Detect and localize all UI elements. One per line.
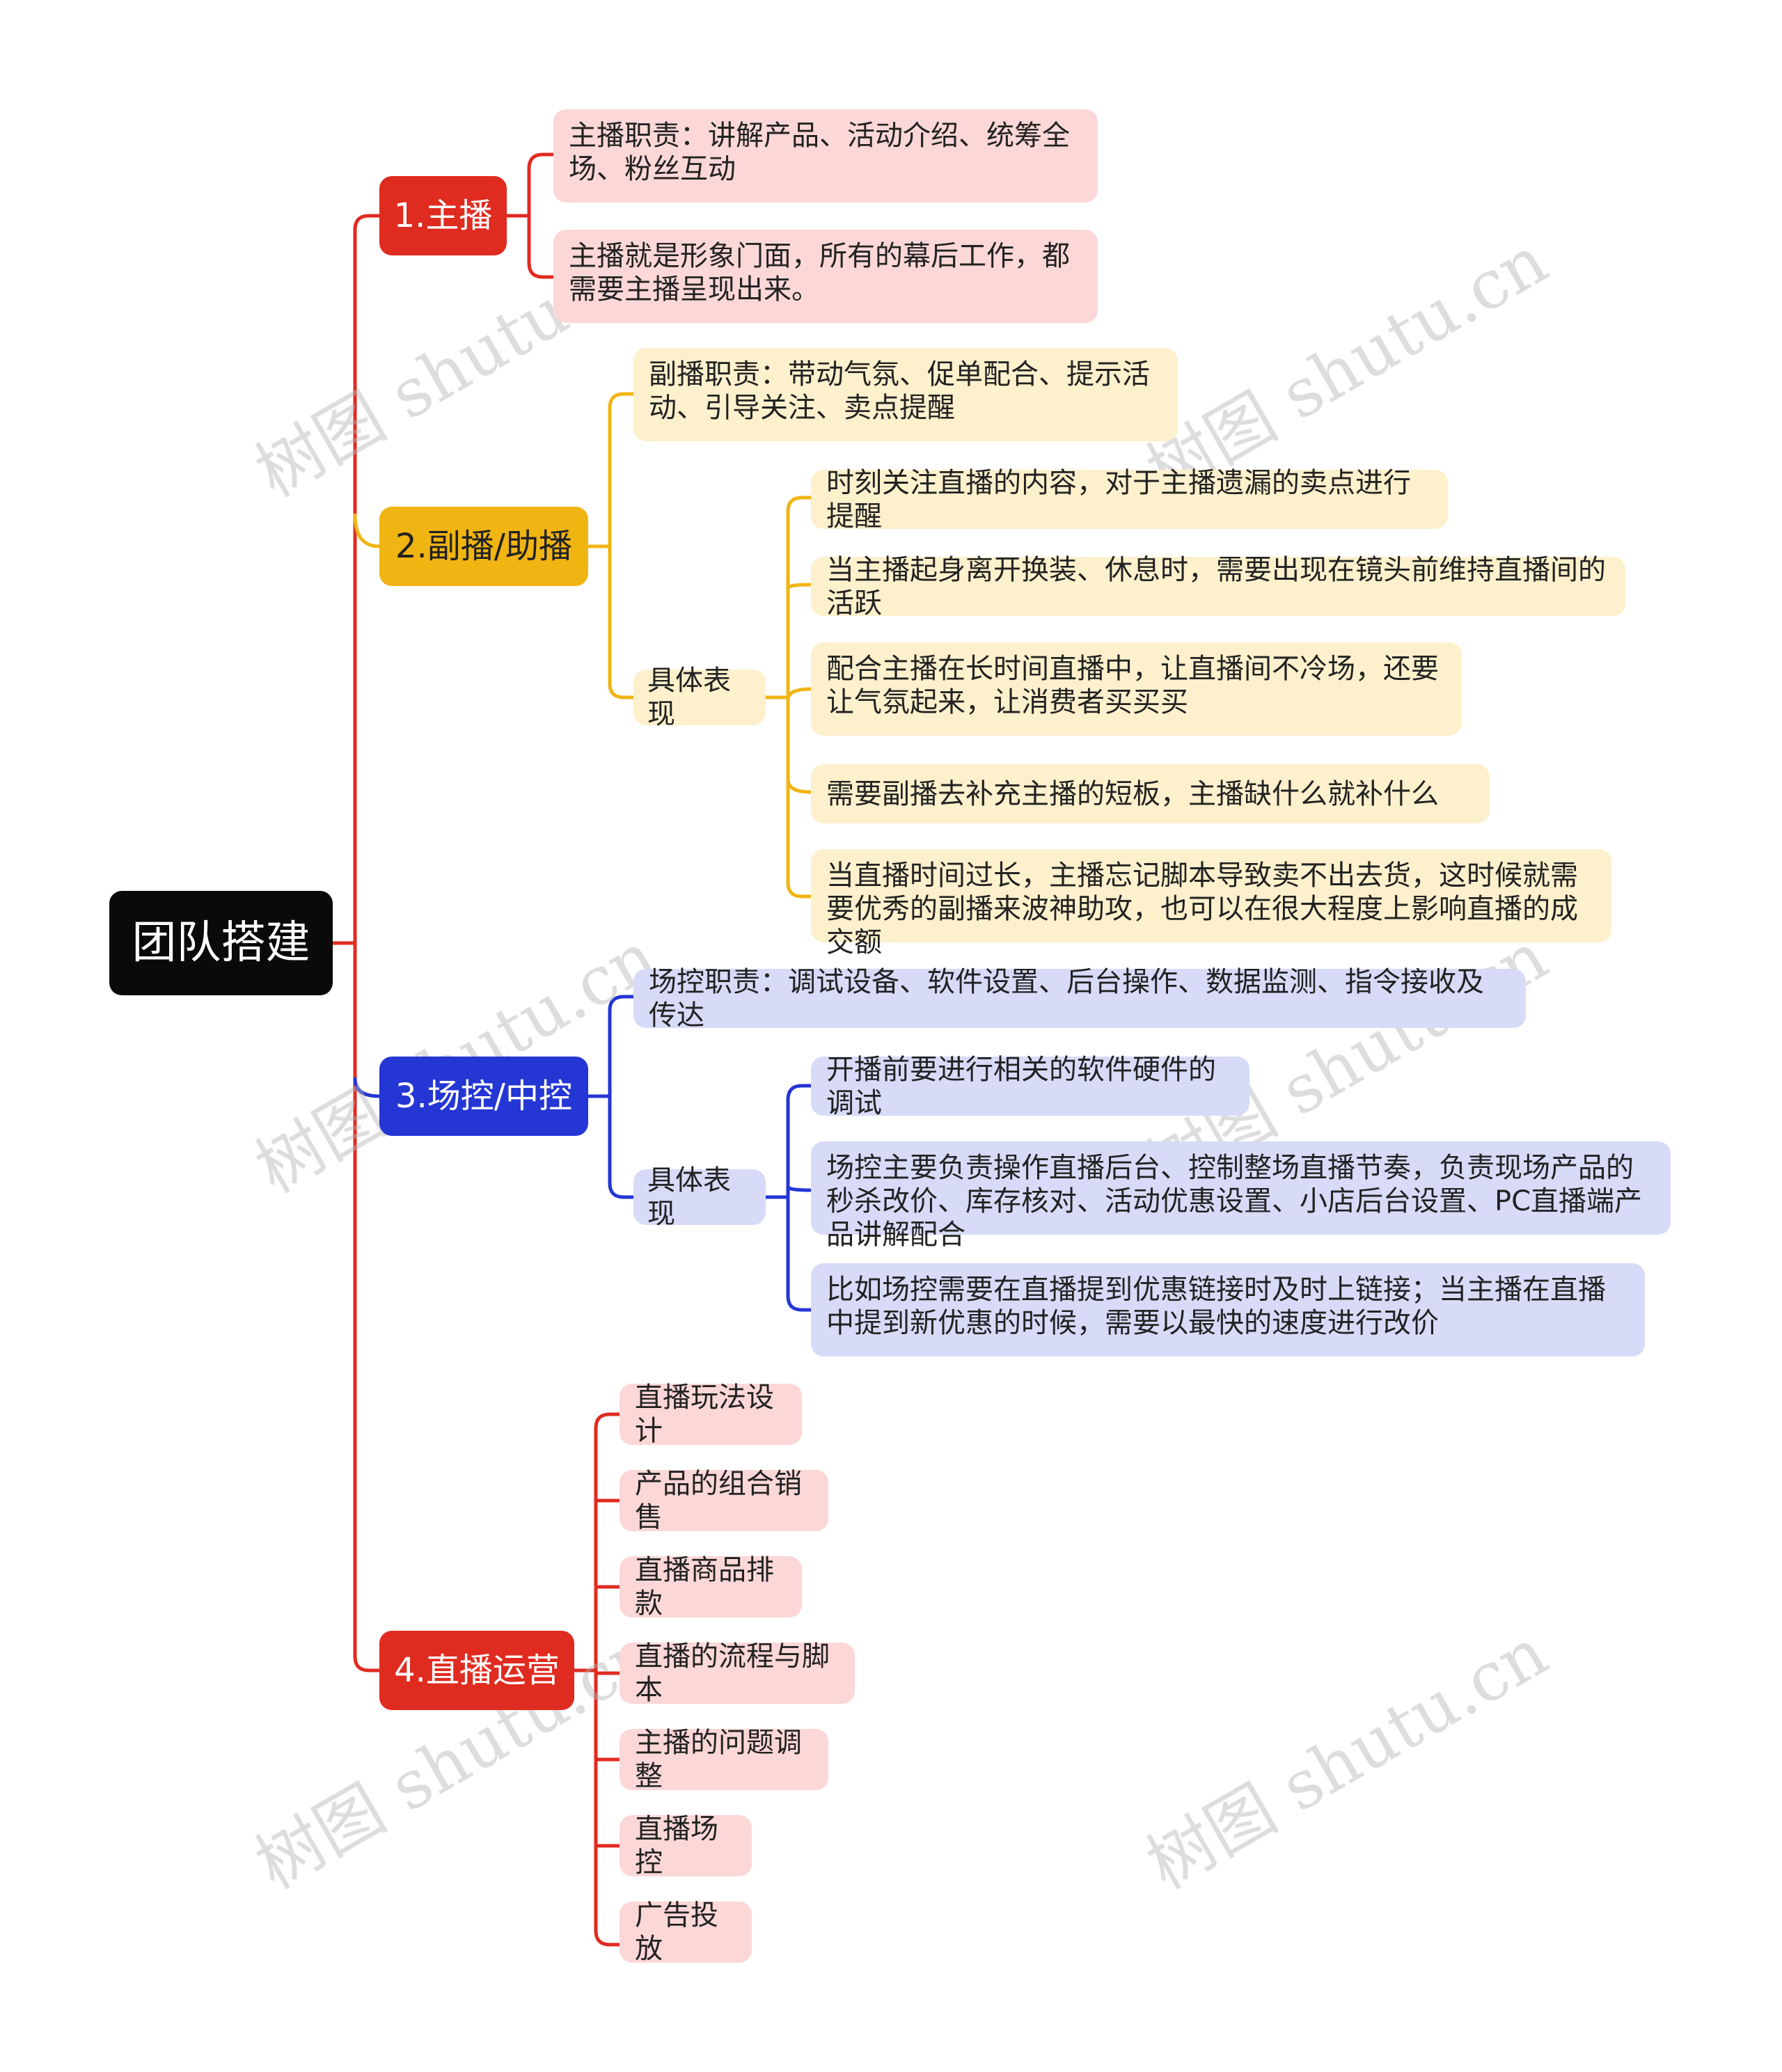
duty-node[interactable]: 副播职责：带动气氛、促单配合、提示活动、引导关注、卖点提醒 [633, 348, 1178, 441]
detail-label[interactable]: 具体表现 [633, 1164, 766, 1230]
leaf-node[interactable]: 直播的流程与脚本 [620, 1640, 855, 1706]
leaf-node[interactable]: 直播场控 [620, 1813, 752, 1879]
root-node[interactable]: 团队搭建 [109, 891, 333, 995]
leaf-node[interactable]: 主播的问题调整 [620, 1727, 828, 1792]
branch-assistant[interactable]: 2.副播/助播 [379, 507, 588, 586]
leaf-node[interactable]: 产品的组合销售 [620, 1468, 828, 1533]
leaf-node[interactable]: 场控主要负责操作直播后台、控制整场直播节奏，负责现场产品的秒杀改价、库存核对、活… [811, 1141, 1671, 1251]
leaf-node[interactable]: 主播就是形象门面，所有的幕后工作，都需要主播呈现出来。 [553, 230, 1098, 323]
branch-operations[interactable]: 4.直播运营 [379, 1631, 574, 1710]
leaf-node[interactable]: 当直播时间过长，主播忘记脚本导致卖不出去货，这时候就需要优秀的副播来波神助攻，也… [811, 849, 1611, 958]
leaf-node[interactable]: 直播商品排款 [620, 1554, 802, 1620]
leaf-node[interactable]: 当主播起身离开换装、休息时，需要出现在镜头前维持直播间的活跃 [811, 554, 1625, 619]
leaf-node[interactable]: 开播前要进行相关的软件硬件的调试 [811, 1054, 1249, 1119]
duty-node[interactable]: 场控职责：调试设备、软件设置、后台操作、数据监测、指令接收及传达 [633, 966, 1526, 1031]
leaf-node[interactable]: 比如场控需要在直播提到优惠链接时及时上链接；当主播在直播中提到新优惠的时候，需要… [811, 1263, 1645, 1357]
detail-label[interactable]: 具体表现 [633, 665, 766, 730]
branch-anchor[interactable]: 1.主播 [379, 176, 507, 255]
leaf-node[interactable]: 广告投放 [620, 1899, 752, 1965]
leaf-node[interactable]: 配合主播在长时间直播中，让直播间不冷场，还要让气氛起来，让消费者买买买 [811, 642, 1462, 736]
branch-control[interactable]: 3.场控/中控 [379, 1057, 588, 1136]
leaf-node[interactable]: 时刻关注直播的内容，对于主播遗漏的卖点进行提醒 [811, 467, 1448, 532]
leaf-node[interactable]: 直播玩法设计 [620, 1382, 802, 1447]
leaf-node[interactable]: 主播职责：讲解产品、活动介绍、统筹全场、粉丝互动 [553, 109, 1098, 203]
leaf-node[interactable]: 需要副播去补充主播的短板，主播缺什么就补什么 [811, 764, 1490, 823]
